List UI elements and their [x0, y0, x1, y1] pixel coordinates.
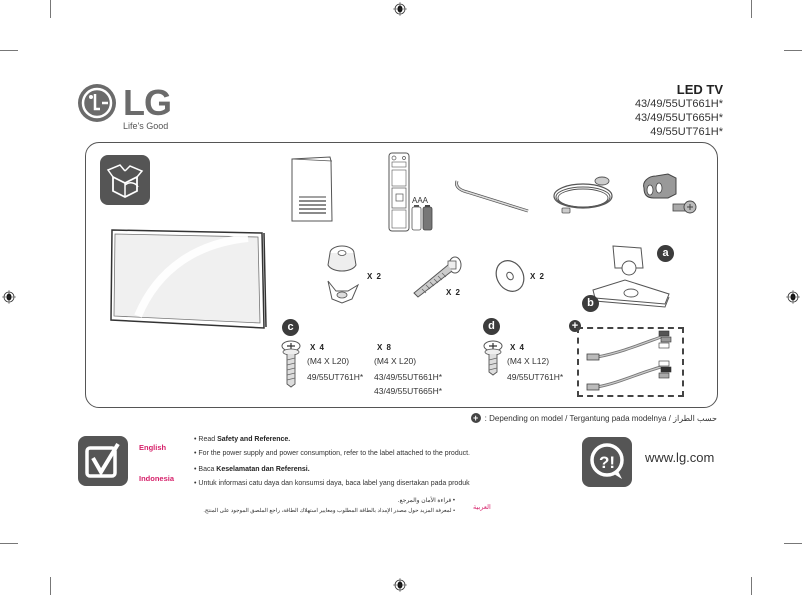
- quantity-label: X 2: [367, 272, 383, 281]
- checkbox-icon: [78, 436, 128, 486]
- plus-icon: +: [470, 413, 481, 423]
- crop-mark: [50, 577, 51, 595]
- language-label-arabic: العربية: [473, 504, 491, 511]
- crop-mark: [751, 0, 752, 18]
- registration-mark-icon: [393, 2, 407, 16]
- crop-mark: [0, 543, 18, 544]
- language-label-english: English: [139, 443, 167, 452]
- model-number: 43/49/55UT661H*: [634, 98, 723, 110]
- screw-spec: (M4 X L12): [507, 356, 550, 366]
- tv-panel-icon: [110, 229, 267, 329]
- brand-name: LG: [123, 82, 172, 123]
- cable-tie-icon: [455, 180, 529, 213]
- model-number: 43/49/55UT665H*: [634, 112, 723, 124]
- brand-tagline: Life's Good: [123, 121, 169, 131]
- model-number: 49/55UT761H*: [650, 126, 723, 138]
- product-title-block: LED TV 43/49/55UT661H* 43/49/55UT665H* 4…: [635, 82, 723, 139]
- quantity-label: X 8: [377, 343, 393, 352]
- safety-line: • Untuk informasi catu daya dan konsumsi…: [194, 480, 470, 487]
- quantity-label: X 4: [510, 343, 526, 352]
- crop-mark: [50, 0, 51, 18]
- product-title: LED TV: [676, 82, 723, 97]
- av-cable-icon: [586, 330, 672, 391]
- battery-label: AAA: [412, 196, 429, 205]
- screw-model: 49/55UT761H*: [507, 372, 564, 382]
- safety-line: • For the power supply and power consump…: [194, 450, 471, 457]
- safety-line-arabic: • لمعرفة المزيد حول مصدر الإمداد بالطاقة…: [203, 508, 455, 514]
- quantity-label: X 4: [310, 343, 326, 352]
- screw-icon: [281, 340, 301, 388]
- crop-mark: [784, 543, 802, 544]
- badge-a: a: [657, 245, 674, 262]
- quantity-label: X 2: [530, 272, 546, 281]
- note-text: : Depending on model / Tergantung pada m…: [484, 413, 717, 423]
- language-label-indonesia: Indonesia: [139, 474, 175, 483]
- aaa-battery-icon: [411, 205, 433, 231]
- remote-control-icon: [388, 152, 410, 232]
- cable-holder-screw-icon: [643, 173, 697, 214]
- quantity-label: X 2: [446, 288, 462, 297]
- optional-items-box: [577, 327, 684, 397]
- washer-icon: [495, 260, 525, 292]
- safety-line: • Read Safety and Reference.: [194, 436, 291, 443]
- lg-face-icon: [78, 84, 116, 122]
- registration-mark-icon: [393, 578, 407, 592]
- safety-line: • Baca Keselamatan dan Referensi.: [194, 466, 310, 473]
- depending-on-model-note: + : Depending on model / Tergantung pada…: [470, 413, 717, 423]
- safety-line-arabic: • قراءة الأمان والمرجع.: [397, 498, 455, 504]
- stand-icon: [592, 245, 670, 308]
- power-cord-icon: [553, 176, 613, 214]
- screw-model: 43/49/55UT665H*: [374, 386, 443, 396]
- screw-model: 49/55UT761H*: [307, 372, 364, 382]
- registration-mark-icon: [786, 290, 800, 304]
- screw-model: 43/49/55UT661H*: [374, 372, 443, 382]
- nut-wing-nut-icon: [327, 245, 360, 304]
- user-manual-icon: [291, 156, 333, 222]
- open-box-icon: [100, 155, 150, 205]
- screw-spec: (M4 X L20): [374, 356, 417, 366]
- package-contents-box: [85, 142, 718, 408]
- badge-d: d: [483, 318, 500, 335]
- crop-mark: [0, 50, 18, 51]
- bolt-icon: [413, 256, 462, 298]
- question-exclamation-icon: ?!: [582, 437, 632, 487]
- crop-mark: [751, 577, 752, 595]
- badge-b: b: [582, 295, 599, 312]
- screw-spec: (M4 X L20): [307, 356, 350, 366]
- crop-mark: [784, 50, 802, 51]
- svg-text:?!: ?!: [599, 453, 615, 472]
- badge-c: c: [282, 319, 299, 336]
- support-url-link[interactable]: www.lg.com: [645, 450, 715, 465]
- screw-icon: [483, 340, 503, 376]
- registration-mark-icon: [2, 290, 16, 304]
